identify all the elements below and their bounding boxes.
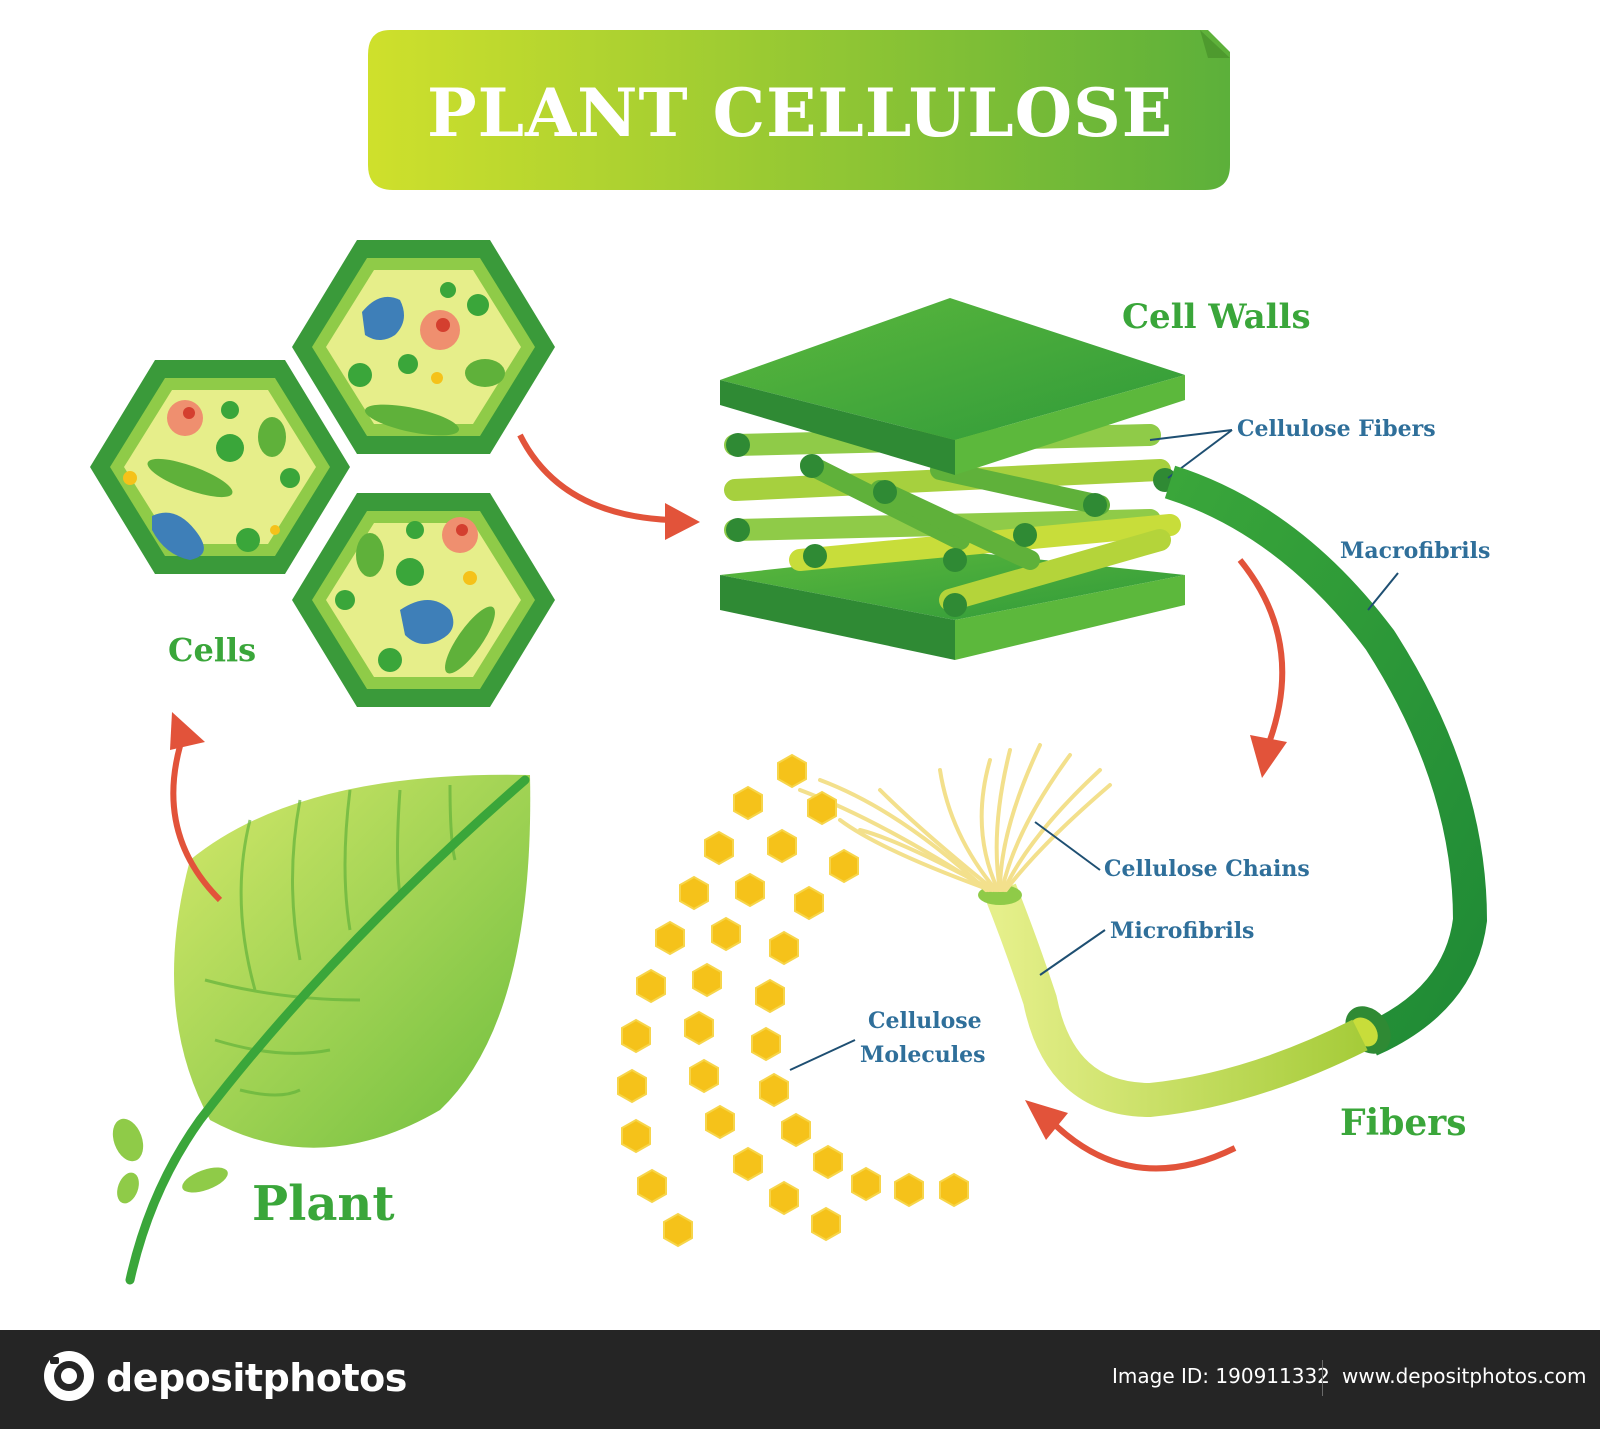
cell-walls-illustration: [720, 298, 1185, 660]
molecule-chain-2: [684, 790, 841, 1242]
footer-brand[interactable]: depositphotos: [42, 1348, 407, 1408]
leaf-illustration: [112, 774, 531, 1285]
footer-image-id: Image ID: 190911332: [1112, 1364, 1330, 1388]
footer-brand-name: depositphotos: [106, 1356, 407, 1400]
molecule-chain-1: [617, 753, 807, 1248]
cells-illustration: [90, 240, 555, 707]
footer-bar: depositphotos Image ID: 190911332 www.de…: [0, 1330, 1600, 1429]
plant-cell-bottom: [292, 493, 555, 707]
cellulose-fibers-lattice: [724, 424, 1181, 617]
plant-cell-top: [292, 240, 555, 454]
title-banner: PLANT CELLULOSE: [368, 30, 1230, 190]
cellulose-chains: [798, 743, 1112, 892]
plant-cell-left: [90, 360, 350, 574]
label-microfibrils: Microfibrils: [1110, 918, 1254, 944]
cellulose-molecules: [617, 753, 969, 1248]
label-cellulose-molecules-line1: Cellulose: [868, 1008, 982, 1034]
label-cells: Cells: [168, 631, 256, 669]
arrow-fibers-to-molecules: [1025, 1100, 1237, 1172]
macrofibril-tube: [1164, 465, 1488, 1056]
leader-microfibrils: [1039, 929, 1106, 976]
leader-cellulose-chains: [1034, 821, 1101, 871]
arrow-plant-to-cells: [170, 712, 223, 903]
plant-cellulose-diagram: PLANT CELLULOSE: [90, 30, 1490, 1285]
molecule-chain-3: [751, 848, 969, 1208]
leader-cellulose-molecules: [789, 1039, 856, 1071]
process-arrows: [170, 433, 1287, 1172]
label-cellulose-fibers: Cellulose Fibers: [1237, 416, 1436, 442]
label-macrofibrils: Macrofibrils: [1340, 538, 1490, 564]
leader-macrofibrils: [1367, 572, 1399, 611]
camera-logo-icon: [42, 1349, 96, 1407]
arrow-cells-to-walls: [517, 433, 700, 540]
label-cellulose-chains: Cellulose Chains: [1104, 856, 1310, 882]
footer-site-url[interactable]: www.depositphotos.com: [1342, 1364, 1587, 1388]
label-plant: Plant: [252, 1176, 395, 1232]
page-title: PLANT CELLULOSE: [427, 74, 1173, 152]
leader-cellulose-fibers-1: [1149, 429, 1233, 441]
footer-separator: [1322, 1360, 1323, 1396]
label-cellulose-molecules-line2: Molecules: [860, 1042, 986, 1068]
label-cell-walls: Cell Walls: [1122, 297, 1311, 337]
arrow-walls-to-fibers: [1237, 558, 1287, 778]
label-fibers: Fibers: [1340, 1102, 1467, 1144]
